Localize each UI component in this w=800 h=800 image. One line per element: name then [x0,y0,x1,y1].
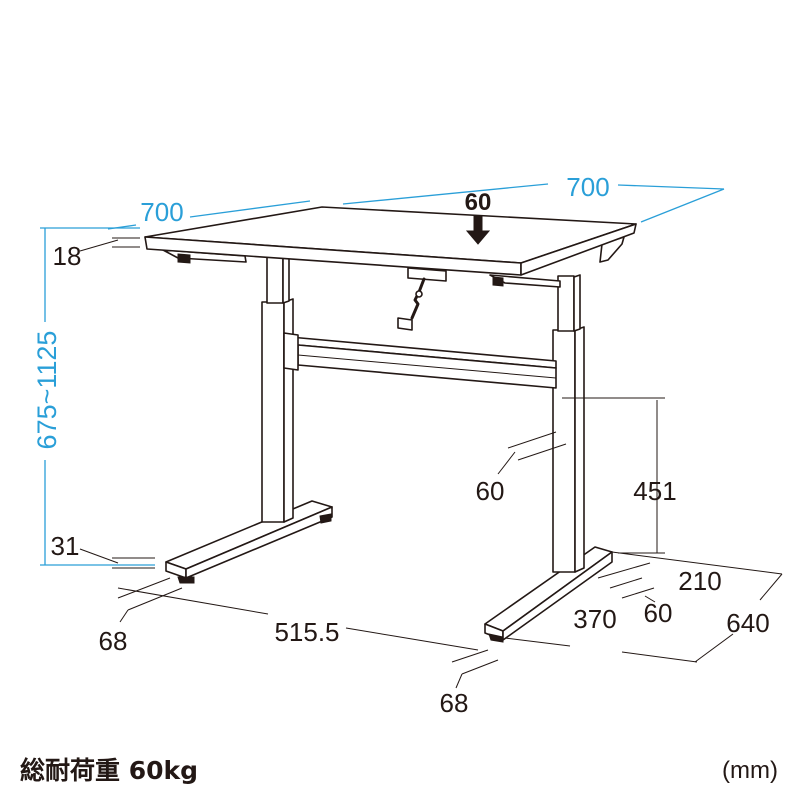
left-column [261,255,294,523]
detail-dimension-lines [79,237,783,689]
left-foot-back-pad [319,513,332,524]
width-extension-line [640,188,725,223]
left-under-tab [177,253,191,264]
left-column-upper-side [282,255,290,304]
left-pad-leader [119,609,129,623]
left-foot-top [165,500,333,570]
width-dim-line-b [617,184,725,190]
load-arrow [465,215,491,245]
column-depth-leader [497,451,516,475]
left-pad-line-b [127,587,183,611]
left-foot-front-pad [177,576,195,584]
left-foot-side [185,506,333,579]
foot-370-line-a [504,637,571,647]
label-column-depth: 60 [476,476,505,506]
label-height-range: 675~1125 [32,331,62,450]
right-column-upper-side [573,274,581,332]
label-right-foot-68: 68 [440,688,469,718]
dimension-labels: 700 700 60 18 675~1125 31 60 451 210 60 … [32,172,770,718]
label-foot-640: 640 [726,608,769,638]
label-foot-210: 210 [678,566,721,596]
depth-dim-line-b [189,200,311,218]
crossbar [283,332,557,389]
label-top-right-700: 700 [566,172,609,202]
label-foot-370: 370 [573,604,616,634]
leg-span-line-b [345,627,479,651]
crossbar-flange-line [297,354,557,379]
left-pad-line-a [117,577,171,599]
load-arrow-head [465,230,491,245]
crank-joint [415,290,423,298]
label-bar-height: 451 [633,476,676,506]
tabletop-side-edge [520,223,637,276]
right-pad-leader [455,673,463,689]
caption: 総耐荷重 60kg (mm) [20,756,778,785]
foot-depth-line-a [759,573,783,601]
foot-370-line-b [621,651,698,663]
foot-60-line-b [621,587,655,599]
left-foot [165,500,333,584]
outer-dimension-lines [40,183,725,566]
right-foot-front-pad [488,633,504,643]
under-frame [162,236,625,288]
load-capacity-caption: 総耐荷重 60kg [20,756,198,785]
column-depth-line-a [507,431,557,449]
label-top-left-700: 700 [140,197,183,227]
crank-gearbox [407,267,447,282]
tabletop [144,206,637,276]
leg-span-line-a [117,587,269,615]
right-column-lower-side [574,326,585,573]
label-foot-60: 60 [644,598,673,628]
foot-210-line [597,562,651,579]
foot-60-line-a [609,577,643,589]
column-depth-line-b [517,443,567,461]
crank-handle [397,267,447,331]
right-under-tab [492,276,504,287]
right-pad-line-b [461,659,499,675]
crank-shaft [410,277,426,320]
foot-depth-line-b [694,633,734,663]
left-column-upper-front [266,256,284,304]
load-arrow-shaft [473,215,483,233]
foot-height-leader [79,548,119,564]
crossbar-left-plate [283,332,299,371]
label-load-value: 60 [465,189,492,216]
label-top-thickness: 18 [53,241,82,271]
foot-depth-extension [611,551,783,575]
label-foot-height: 31 [51,531,80,561]
left-column-lower-front [261,301,285,523]
foot-60-leader [644,595,656,603]
right-pad-line-a [451,649,489,663]
width-dim-line-a [342,183,549,205]
unit-label: (mm) [722,757,778,784]
crank-grip [397,317,413,331]
label-left-foot-68: 68 [99,626,128,656]
thickness-leader [79,239,119,252]
right-column [552,274,585,573]
label-leg-span: 515.5 [274,617,339,647]
